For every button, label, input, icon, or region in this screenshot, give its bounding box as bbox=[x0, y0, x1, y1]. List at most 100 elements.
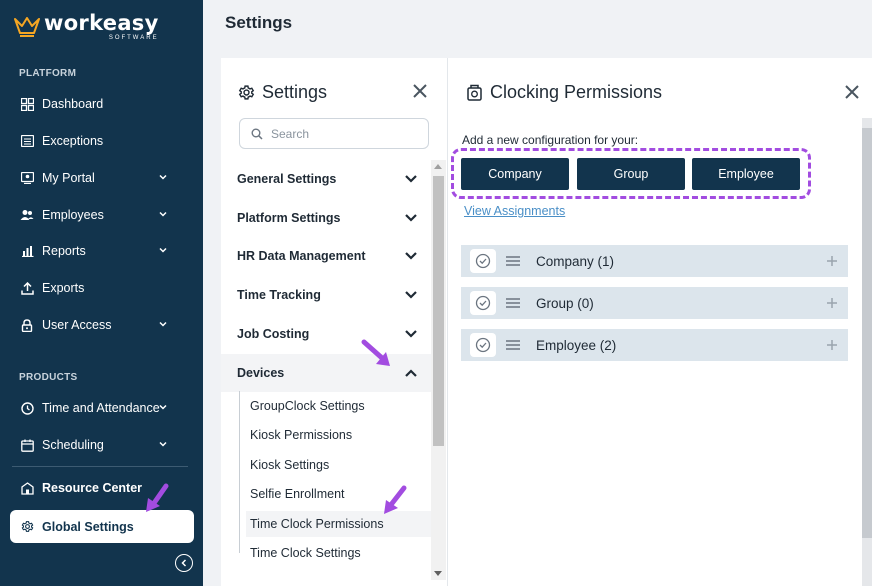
portal-icon bbox=[20, 171, 34, 185]
chevron-down-icon bbox=[159, 247, 167, 253]
submenu-time-clock-settings[interactable]: Time Clock Settings bbox=[250, 546, 361, 560]
category-label: Job Costing bbox=[237, 327, 310, 341]
users-icon bbox=[20, 208, 34, 222]
permission-row-group[interactable]: Group (0) bbox=[461, 287, 848, 319]
check-circle-icon[interactable] bbox=[470, 291, 496, 315]
nav-my-portal-label: My Portal bbox=[42, 171, 95, 185]
scroll-down-arrow-icon[interactable] bbox=[434, 571, 442, 576]
chevron-down-icon bbox=[405, 214, 417, 222]
annotation-arrow-icon bbox=[361, 339, 390, 366]
chevron-down-icon bbox=[159, 174, 167, 180]
upload-icon bbox=[20, 281, 34, 295]
category-label: Time Tracking bbox=[237, 288, 321, 302]
nav-scheduling[interactable]: Scheduling bbox=[10, 430, 194, 460]
gear-icon bbox=[238, 85, 255, 100]
plus-icon[interactable] bbox=[826, 339, 838, 351]
nav-user-access-label: User Access bbox=[42, 318, 112, 332]
content-scrollbar[interactable] bbox=[862, 118, 872, 586]
submenu-tree-line bbox=[239, 391, 240, 553]
nav-my-portal[interactable]: My Portal bbox=[10, 163, 194, 193]
submenu-selfie-enrollment[interactable]: Selfie Enrollment bbox=[250, 487, 345, 501]
settings-panel-title: Settings bbox=[262, 82, 328, 102]
time-clock-device-icon bbox=[467, 84, 482, 101]
drag-handle-icon[interactable] bbox=[505, 297, 521, 309]
submenu-kiosk-permissions[interactable]: Kiosk Permissions bbox=[250, 428, 353, 442]
close-icon[interactable] bbox=[844, 84, 860, 100]
category-job-costing[interactable]: Job Costing bbox=[221, 315, 431, 353]
content-panel: Clocking Permissions Add a new configura… bbox=[448, 58, 872, 586]
workeasy-logo[interactable]: workeasy SOFTWARE bbox=[14, 12, 159, 42]
settings-scrollbar[interactable] bbox=[431, 160, 446, 580]
permission-row-label: Group (0) bbox=[536, 295, 594, 311]
chevron-down-icon bbox=[405, 291, 417, 299]
nav-exports[interactable]: Exports bbox=[10, 273, 194, 303]
collapse-sidebar-button[interactable] bbox=[175, 554, 193, 572]
chevron-down-icon bbox=[405, 175, 417, 183]
nav-reports[interactable]: Reports bbox=[10, 236, 194, 266]
search-box bbox=[239, 118, 429, 149]
check-circle-icon[interactable] bbox=[470, 249, 496, 273]
nav-exceptions[interactable]: Exceptions bbox=[10, 126, 194, 156]
category-label: Platform Settings bbox=[237, 211, 341, 225]
add-company-button[interactable]: Company bbox=[461, 158, 569, 190]
highlight-outline bbox=[451, 148, 811, 199]
chevron-down-icon bbox=[405, 252, 417, 260]
permission-row-label: Company (1) bbox=[536, 253, 615, 269]
gear-icon bbox=[20, 520, 34, 534]
permission-row-label: Employee (2) bbox=[536, 337, 617, 353]
submenu-kiosk-settings[interactable]: Kiosk Settings bbox=[250, 458, 330, 472]
nav-global-settings[interactable]: Global Settings bbox=[10, 510, 194, 543]
chevron-down-icon bbox=[159, 211, 167, 217]
plus-icon[interactable] bbox=[826, 255, 838, 267]
nav-employees-label: Employees bbox=[42, 208, 104, 222]
chevron-down-icon bbox=[159, 441, 167, 447]
platform-section-label: PLATFORM bbox=[19, 68, 77, 79]
sidebar: workeasy SOFTWARE PLATFORM Dashboard Exc… bbox=[0, 0, 203, 586]
scrollbar-thumb[interactable] bbox=[862, 128, 872, 538]
scroll-up-arrow-icon[interactable] bbox=[434, 164, 442, 169]
chevron-up-icon bbox=[405, 369, 417, 377]
plus-icon[interactable] bbox=[826, 297, 838, 309]
products-section-label: PRODUCTS bbox=[19, 372, 78, 383]
nav-exceptions-label: Exceptions bbox=[42, 134, 104, 148]
add-group-button[interactable]: Group bbox=[577, 158, 685, 190]
lock-icon bbox=[20, 318, 34, 332]
nav-global-settings-label: Global Settings bbox=[42, 519, 134, 534]
nav-reports-label: Reports bbox=[42, 244, 86, 258]
nav-time-and-attendance[interactable]: Time and Attendance bbox=[10, 393, 194, 423]
chevron-left-icon bbox=[181, 559, 187, 567]
view-assignments-link[interactable]: View Assignments bbox=[464, 204, 566, 218]
brand-name: workeasy bbox=[44, 11, 159, 35]
nav-employees[interactable]: Employees bbox=[10, 200, 194, 230]
permission-row-employee[interactable]: Employee (2) bbox=[461, 329, 848, 361]
settings-panel-header: Settings bbox=[238, 82, 327, 103]
drag-handle-icon[interactable] bbox=[505, 339, 521, 351]
submenu-groupclock-settings[interactable]: GroupClock Settings bbox=[250, 399, 365, 413]
nav-resource-center[interactable]: Resource Center bbox=[10, 473, 194, 503]
category-devices[interactable]: Devices bbox=[221, 354, 431, 392]
category-platform-settings[interactable]: Platform Settings bbox=[221, 199, 431, 237]
drag-handle-icon[interactable] bbox=[505, 255, 521, 267]
category-time-tracking[interactable]: Time Tracking bbox=[221, 276, 431, 314]
check-circle-icon[interactable] bbox=[470, 333, 496, 357]
submenu-time-clock-permissions[interactable]: Time Clock Permissions bbox=[246, 511, 431, 537]
category-general-settings[interactable]: General Settings bbox=[221, 160, 431, 198]
add-employee-button[interactable]: Employee bbox=[692, 158, 800, 190]
calendar-icon bbox=[20, 438, 34, 452]
close-icon[interactable] bbox=[412, 83, 428, 99]
search-input[interactable] bbox=[271, 126, 421, 141]
clock-icon bbox=[20, 401, 34, 415]
nav-user-access[interactable]: User Access bbox=[10, 310, 194, 340]
chart-icon bbox=[20, 244, 34, 258]
nav-dashboard-label: Dashboard bbox=[42, 97, 104, 111]
category-hr-data-management[interactable]: HR Data Management bbox=[221, 237, 431, 275]
add-configuration-label: Add a new configuration for your: bbox=[462, 133, 639, 147]
permission-row-company[interactable]: Company (1) bbox=[461, 245, 848, 277]
nav-dashboard[interactable]: Dashboard bbox=[10, 89, 194, 119]
nav-exports-label: Exports bbox=[42, 281, 85, 295]
building-icon bbox=[20, 481, 34, 495]
nav-scheduling-label: Scheduling bbox=[42, 438, 104, 452]
scrollbar-thumb[interactable] bbox=[433, 176, 444, 446]
list-icon bbox=[20, 134, 34, 148]
annotation-arrow-icon bbox=[384, 485, 407, 514]
